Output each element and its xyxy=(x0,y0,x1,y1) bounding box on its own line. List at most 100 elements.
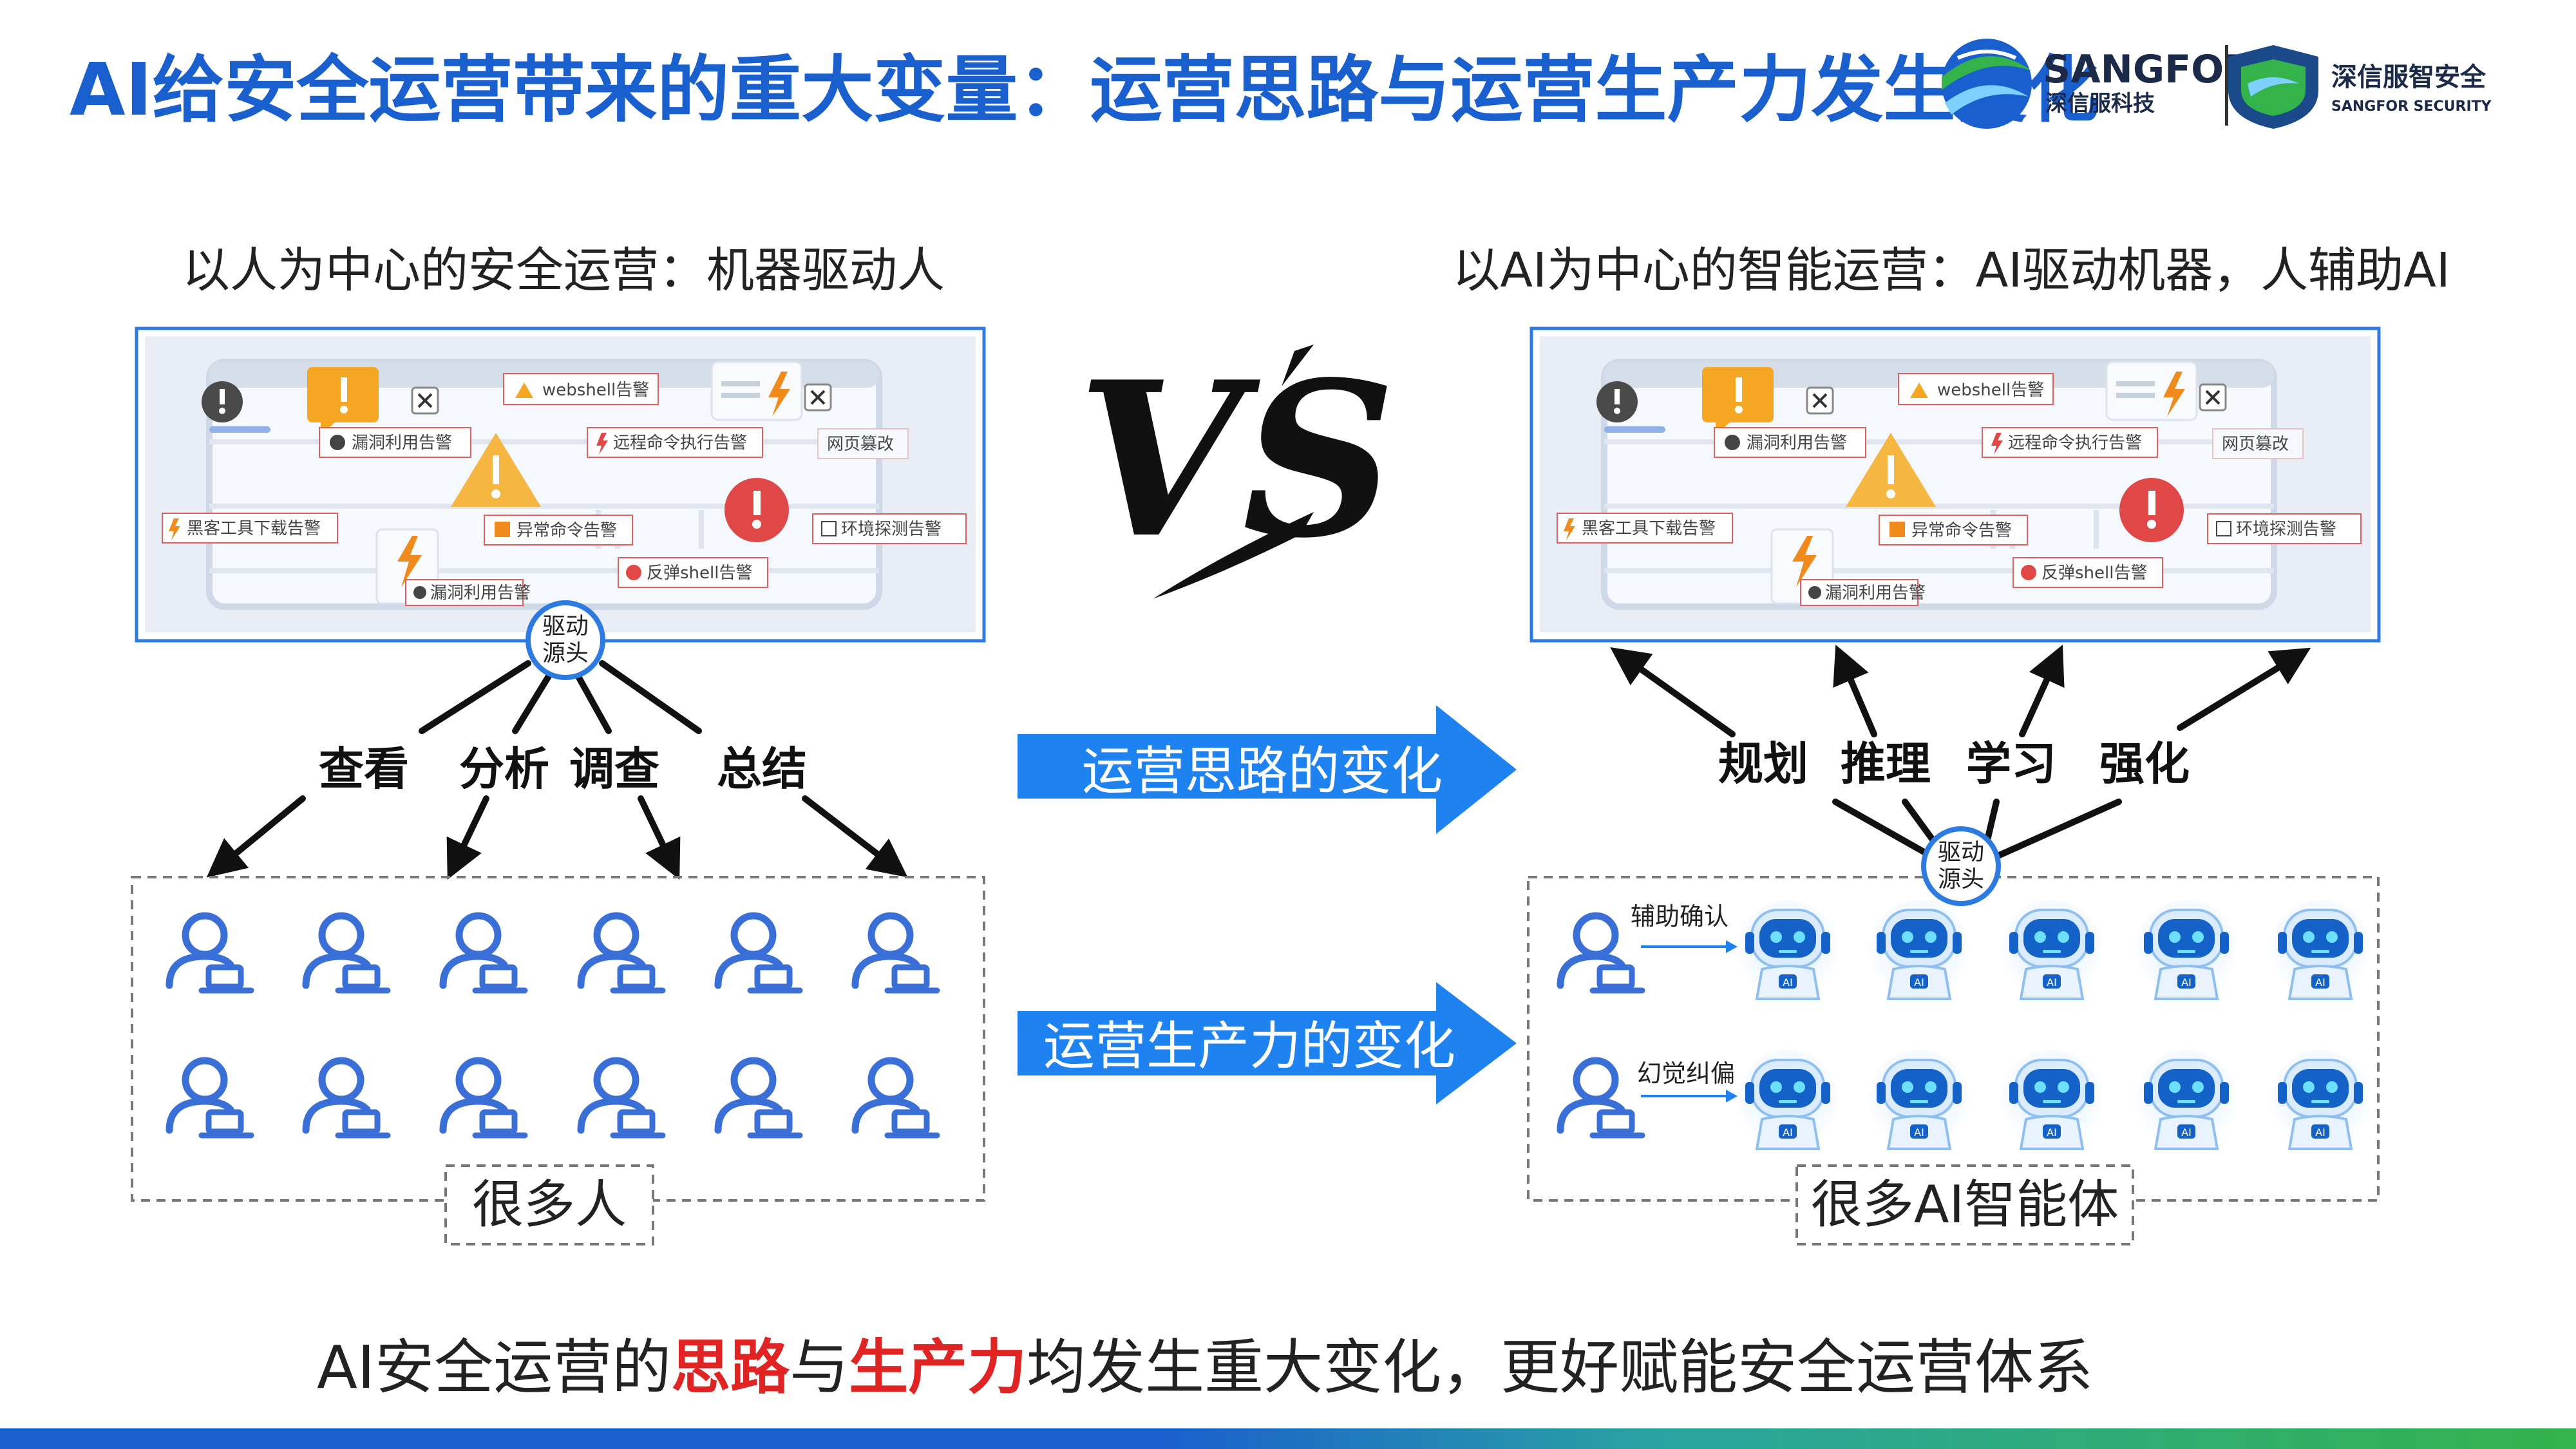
person-icon xyxy=(718,916,800,990)
assist-confirm-label: 辅助确认 xyxy=(1631,902,1728,931)
left-crowd-label: 很多人 xyxy=(472,1175,627,1235)
logo-divider xyxy=(2225,45,2228,126)
robot-grid: AI AI AI AI AI AI AI AI AI AI xyxy=(1736,898,2372,1151)
svg-text:AI: AI xyxy=(2181,976,2192,989)
person-icon xyxy=(855,916,937,990)
svg-text:AI: AI xyxy=(1783,976,1793,989)
svg-text:AI: AI xyxy=(2315,1126,2325,1139)
person-icon xyxy=(718,1061,800,1135)
person-icon xyxy=(443,1061,525,1135)
right-flow-lines xyxy=(1610,644,2311,860)
flow-arrow-productivity: 运营生产力的变化 xyxy=(1018,982,1517,1104)
sangfor-cn-text: 深信服科技 xyxy=(2045,91,2155,117)
alert-label: 异常命令告警 xyxy=(1911,521,2012,540)
left-verb-summarize: 总结 xyxy=(717,743,807,795)
alert-label: webshell告警 xyxy=(542,381,649,400)
svg-text:AI: AI xyxy=(2047,1126,2057,1139)
highlight-thinking: 思路 xyxy=(671,1333,790,1402)
robot-icon: AI xyxy=(1736,1048,1839,1151)
left-verb-analyze: 分析 xyxy=(459,743,549,795)
svg-text:AI: AI xyxy=(2181,1126,2192,1139)
alert-label: 漏洞利用告警 xyxy=(430,583,531,603)
alert-label: 远程命令执行告警 xyxy=(2008,433,2142,453)
person-icon xyxy=(1560,916,1642,990)
person-icon xyxy=(169,1061,251,1135)
person-grid xyxy=(169,916,937,1135)
svg-text:驱动: 驱动 xyxy=(542,613,589,639)
svg-text:AI: AI xyxy=(2315,976,2325,989)
left-subtitle: 以人为中心的安全运营：机器驱动人 xyxy=(182,243,945,298)
robot-icon: AI xyxy=(2135,1048,2238,1151)
right-verb-learn: 学习 xyxy=(1966,737,2056,790)
robot-icon: AI xyxy=(1736,898,1839,1001)
security-cn-text: 深信服智安全 xyxy=(2331,62,2486,92)
robot-icon: AI xyxy=(2000,898,2103,1001)
person-icon xyxy=(443,916,525,990)
highlight-productivity: 生产力 xyxy=(849,1333,1027,1402)
svg-text:源头: 源头 xyxy=(542,640,589,667)
right-crowd-box: 辅助确认 幻觉纠偏 AI AI AI AI AI AI AI AI AI AI … xyxy=(1527,876,2380,1245)
svg-text:运营生产力的变化: 运营生产力的变化 xyxy=(1043,1016,1455,1076)
svg-text:AI: AI xyxy=(1783,1126,1793,1139)
svg-text:AI: AI xyxy=(2047,976,2057,989)
right-alert-labels: webshell告警 漏洞利用告警 远程命令执行告警 网页篡改 黑客工具下载告警… xyxy=(1557,373,2362,606)
robot-icon: AI xyxy=(2269,898,2372,1001)
robot-icon: AI xyxy=(2269,1048,2372,1151)
svg-text:驱动: 驱动 xyxy=(1938,839,1984,866)
right-alert-panel: webshell告警 漏洞利用告警 远程命令执行告警 网页篡改 黑客工具下载告警… xyxy=(1530,327,2381,643)
robot-icon: AI xyxy=(2000,1048,2103,1151)
security-en-text: SANGFOR SECURITY xyxy=(2331,99,2492,115)
vs-mark: VS xyxy=(1077,335,1396,599)
right-subtitle: 以AI为中心的智能运营：AI驱动机器，人辅助AI xyxy=(1452,243,2450,298)
left-drive-source-node: 驱动 源头 xyxy=(526,600,605,680)
sangfor-brand-text: SANGFOR xyxy=(2043,47,2253,92)
left-flow-lines xyxy=(206,660,908,880)
left-crowd-box: 很多人 xyxy=(131,876,985,1245)
alert-label: 网页篡改 xyxy=(827,435,894,454)
alert-label: 环境探测告警 xyxy=(2236,520,2336,539)
person-icon xyxy=(169,916,251,990)
person-icon xyxy=(306,1061,388,1135)
person-icon xyxy=(581,916,663,990)
hallucination-correct-label: 幻觉纠偏 xyxy=(1637,1059,1735,1088)
left-verb-investigate: 调查 xyxy=(569,743,659,795)
svg-text:AI: AI xyxy=(1914,1126,1924,1139)
footer-bar xyxy=(0,1428,2576,1449)
robot-icon: AI xyxy=(1868,898,1971,1001)
alert-label: 漏洞利用告警 xyxy=(352,433,452,453)
robot-icon: AI xyxy=(2135,898,2238,1001)
alert-label: 反弹shell告警 xyxy=(2041,564,2147,583)
left-alert-labels: webshell告警 漏洞利用告警 远程命令执行告警 网页篡改 黑客工具下载告警… xyxy=(162,373,967,606)
alert-label: 环境探测告警 xyxy=(841,520,942,539)
person-icon xyxy=(581,1061,663,1135)
robot-icon: AI xyxy=(1868,1048,1971,1151)
svg-text:运营思路的变化: 运营思路的变化 xyxy=(1082,741,1443,801)
alert-label: 远程命令执行告警 xyxy=(613,433,747,453)
sangfor-security-logo: 深信服智安全 SANGFOR SECURITY xyxy=(2228,45,2492,129)
right-drive-source-node: 驱动 源头 xyxy=(1921,826,2001,906)
bottom-conclusion: AI安全运营的思路与生产力均发生重大变化，更好赋能安全运营体系 xyxy=(317,1333,2093,1402)
right-verb-reason: 推理 xyxy=(1841,737,1931,790)
alert-label: webshell告警 xyxy=(1937,381,2044,400)
alert-label: 漏洞利用告警 xyxy=(1825,583,1926,603)
slide-title: AI给安全运营带来的重大变量：运营思路与运营生产力发生变化 xyxy=(70,48,2099,132)
svg-text:VS: VS xyxy=(1077,335,1396,585)
person-icon xyxy=(306,916,388,990)
alert-label: 网页篡改 xyxy=(2222,435,2289,454)
alert-label: 异常命令告警 xyxy=(516,521,617,540)
right-crowd-label: 很多AI智能体 xyxy=(1811,1175,2119,1235)
alert-label: 黑客工具下载告警 xyxy=(187,519,321,538)
svg-text:AI: AI xyxy=(1914,976,1924,989)
alert-label: 黑客工具下载告警 xyxy=(1582,519,1716,538)
left-verb-view: 查看 xyxy=(319,743,409,795)
person-icon xyxy=(855,1061,937,1135)
alert-label: 反弹shell告警 xyxy=(647,564,752,583)
alert-label: 漏洞利用告警 xyxy=(1747,433,1847,453)
flow-arrow-thinking: 运营思路的变化 xyxy=(1018,705,1517,834)
svg-text:源头: 源头 xyxy=(1938,866,1984,893)
right-verb-reinforce: 强化 xyxy=(2099,737,2190,790)
right-verb-plan: 规划 xyxy=(1718,737,1808,790)
sangfor-logo: SANGFOR 深信服科技 xyxy=(1942,39,2253,129)
left-alert-panel: webshell告警 漏洞利用告警 远程命令执行告警 网页篡改 黑客工具下载告警… xyxy=(135,327,986,643)
